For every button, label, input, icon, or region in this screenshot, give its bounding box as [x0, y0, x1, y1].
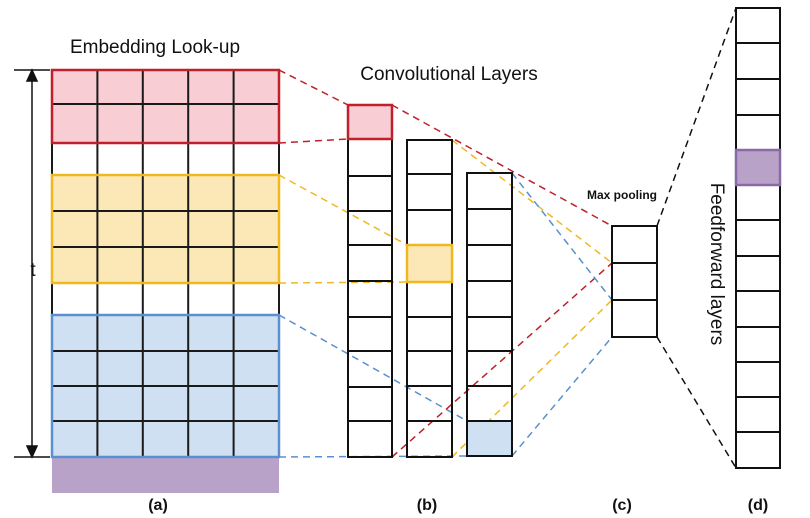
- conv2-cell: [406, 209, 453, 246]
- embedding-title: Embedding Look-up: [70, 37, 240, 58]
- conv2-cell: [406, 420, 453, 458]
- red-projection-top: [278, 69, 349, 106]
- panel-c-label: (c): [612, 497, 632, 514]
- conv-column-2: [405, 139, 454, 458]
- conv2-cell: [406, 173, 453, 211]
- t-label: t: [30, 260, 36, 281]
- conv1-cell: [347, 244, 393, 282]
- yellow-projection-top: [278, 174, 408, 246]
- conv-column-3: [466, 172, 513, 457]
- conv2-cell: [406, 281, 453, 318]
- ff-cell: [735, 7, 781, 44]
- ff-purple-cell: [736, 150, 780, 185]
- blue-projection-top: [278, 314, 468, 422]
- pool-to-ff-top: [656, 7, 737, 227]
- conv3-cell: [466, 244, 513, 282]
- maxpool-title: Max pooling: [587, 188, 657, 202]
- conv2-cell: [406, 139, 453, 175]
- conv2-cell: [406, 316, 453, 352]
- projection-lines: [278, 7, 737, 469]
- conv2-cell: [406, 385, 453, 422]
- ff-cell: [735, 396, 781, 433]
- conv-column-1: [346, 103, 394, 458]
- blue-to-pool-1: [511, 172, 613, 301]
- yellow-projection-bottom: [278, 281, 408, 284]
- conv2-yellow-cell: [407, 245, 452, 282]
- pool-cell: [611, 262, 658, 301]
- ff-cell: [735, 255, 781, 292]
- conv3-cell: [466, 316, 513, 352]
- conv1-cell: [347, 175, 393, 212]
- ff-cell: [735, 78, 781, 116]
- conv1-cell: [347, 386, 393, 422]
- feedforward-column: [734, 7, 782, 469]
- conv1-red-cell: [348, 105, 392, 139]
- conv-title: Convolutional Layers: [360, 64, 537, 85]
- embedding-purple-padding: [52, 457, 279, 493]
- red-to-pool-1: [391, 104, 613, 227]
- red-to-pool-2: [391, 262, 613, 458]
- conv2-cell: [406, 350, 453, 387]
- embedding-red-outline: [50, 68, 281, 145]
- conv3-cell: [466, 350, 513, 387]
- panel-b-label: (b): [417, 497, 437, 514]
- panel-d-label: (d): [748, 497, 768, 514]
- embedding-yellow-band: [52, 175, 279, 283]
- conv2-yellow-outline: [405, 243, 454, 284]
- pool-cell: [611, 225, 658, 264]
- ff-cell: [735, 184, 781, 221]
- conv1-cell: [347, 280, 393, 318]
- conv3-blue-cell: [467, 421, 512, 456]
- blue-to-pool-2: [511, 336, 613, 457]
- embedding-yellow-outline: [50, 173, 281, 285]
- ff-cell: [735, 42, 781, 80]
- panel-a-label: (a): [148, 497, 168, 514]
- conv3-cell: [466, 385, 513, 422]
- conv1-cell: [347, 316, 393, 352]
- conv1-cell: [347, 420, 393, 458]
- conv1-cell: [347, 350, 393, 388]
- ff-cell: [735, 431, 781, 469]
- ff-cell: [735, 219, 781, 257]
- embedding-red-band: [52, 70, 279, 143]
- conv1-red-outline: [346, 103, 394, 141]
- conv3-cell: [466, 420, 513, 457]
- conv1-cell: [347, 138, 393, 177]
- conv3-cell: [466, 172, 513, 210]
- embedding-blue-outline: [50, 313, 281, 459]
- max-pooling-column: [611, 225, 658, 338]
- yellow-to-pool-1: [451, 139, 613, 264]
- ff-purple-outline: [734, 148, 782, 187]
- embedding-matrix: [50, 68, 281, 493]
- ff-cell: [735, 326, 781, 363]
- feedforward-title: Feedforward layers: [706, 183, 727, 346]
- conv3-cell: [466, 280, 513, 318]
- pool-cell: [611, 299, 658, 338]
- ff-cell: [735, 361, 781, 398]
- red-projection-bottom: [278, 138, 349, 144]
- pool-to-ff-bottom: [656, 336, 737, 469]
- ff-cell: [735, 114, 781, 151]
- conv3-cell: [466, 208, 513, 246]
- t-dimension-arrow: [14, 68, 50, 459]
- ff-cell: [735, 290, 781, 328]
